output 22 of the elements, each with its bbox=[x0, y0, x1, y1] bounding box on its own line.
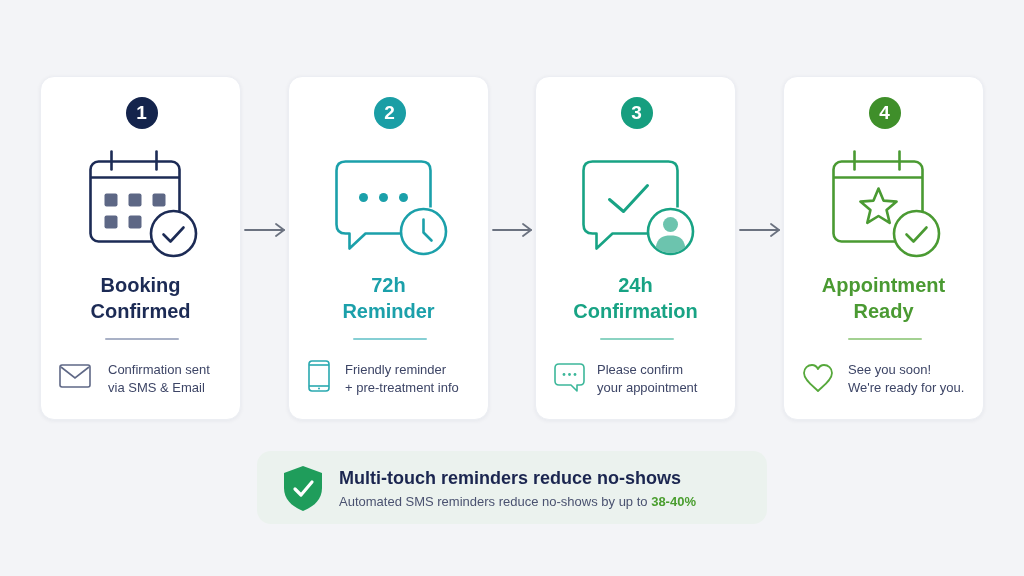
banner-heading: Multi-touch reminders reduce no-shows bbox=[339, 467, 682, 489]
arrow bbox=[739, 223, 780, 237]
step-number-badge: 2 bbox=[373, 97, 406, 129]
banner-text: Automated SMS reminders reduce no-shows by up to 38-40% bbox=[339, 494, 696, 510]
step-description: See you soon! We're ready for you. bbox=[848, 361, 965, 397]
step-title: 24h Confirmation bbox=[573, 273, 698, 324]
step-card bbox=[783, 76, 984, 420]
arrow bbox=[492, 223, 532, 237]
step-card bbox=[40, 76, 241, 420]
step-number-badge: 3 bbox=[620, 97, 653, 129]
step-title: Booking Confirmed bbox=[90, 273, 191, 324]
step-description: Confirmation sent via SMS & Email bbox=[108, 361, 210, 397]
step-card bbox=[535, 76, 736, 420]
step-description: Please confirm your appointment bbox=[597, 361, 698, 397]
step-description: Friendly reminder + pre-treatment info bbox=[345, 361, 459, 397]
step-number-badge: 4 bbox=[868, 97, 901, 129]
summary-banner bbox=[257, 451, 767, 524]
step-number-badge: 1 bbox=[125, 97, 158, 129]
step-title: Appointment Ready bbox=[821, 273, 946, 324]
step-title: 72h Reminder bbox=[342, 273, 435, 324]
step-card bbox=[288, 76, 489, 420]
arrow bbox=[244, 223, 285, 237]
